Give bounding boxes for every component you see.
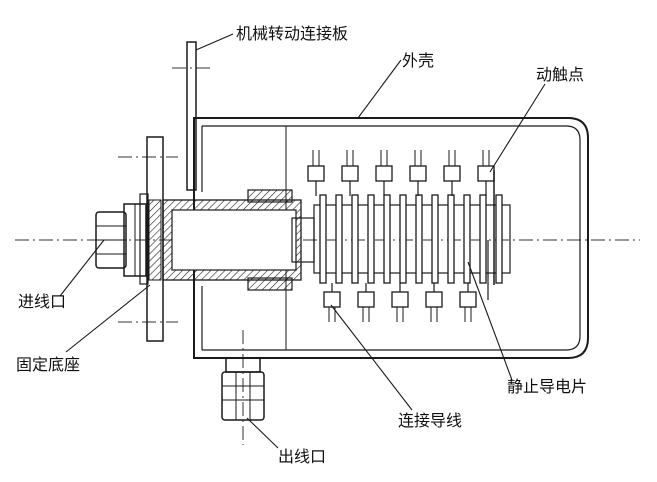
- leader-connecting-wire: [330, 304, 413, 411]
- mechanical-plate: [186, 41, 197, 191]
- leader-mechanical-plate: [195, 33, 234, 51]
- conductive-rings: [319, 194, 503, 284]
- conductive-ring: [463, 194, 471, 284]
- conductive-ring: [447, 194, 455, 284]
- conductive-ring: [495, 194, 503, 284]
- label-moving-contact: 动触点: [536, 65, 584, 84]
- label-mechanical-plate: 机械转动连接板: [236, 24, 348, 43]
- top-contacts: [307, 150, 495, 196]
- leader-static-plate: [467, 261, 513, 381]
- label-connecting-wire: 连接导线: [398, 411, 462, 430]
- conductive-ring: [335, 194, 343, 284]
- contact-block: [425, 291, 443, 308]
- leader-housing: [357, 59, 402, 119]
- conductive-ring: [319, 194, 327, 284]
- leader-moving-contact: [489, 83, 546, 173]
- conductive-ring: [479, 194, 487, 284]
- label-inlet: 进线口: [18, 292, 66, 311]
- contact-block: [307, 165, 325, 182]
- conductive-ring: [399, 194, 407, 284]
- leader-outlet: [246, 417, 279, 449]
- contact-block: [443, 165, 461, 182]
- conductive-ring: [351, 194, 359, 284]
- contact-block: [459, 291, 477, 308]
- rotor-core: [313, 204, 511, 274]
- inlet-gland: [95, 203, 147, 277]
- conductive-ring: [367, 194, 375, 284]
- contact-block: [341, 165, 359, 182]
- label-outlet: 出线口: [278, 447, 326, 466]
- contact-block: [409, 165, 427, 182]
- leader-fixed-base: [65, 284, 151, 353]
- conductive-ring: [415, 194, 423, 284]
- bottom-contacts: [323, 283, 477, 322]
- label-housing: 外壳: [402, 51, 434, 70]
- conductive-ring: [383, 194, 391, 284]
- contact-block: [391, 291, 409, 308]
- label-static-plate: 静止导电片: [507, 377, 587, 396]
- label-fixed-base: 固定底座: [16, 355, 80, 374]
- outlet-gland: [221, 357, 265, 421]
- conductive-ring: [431, 194, 439, 284]
- contact-block: [357, 291, 375, 308]
- shaft: [162, 189, 315, 291]
- leader-lines: [59, 33, 546, 449]
- contact-block: [477, 165, 495, 182]
- leader-inlet: [59, 239, 105, 297]
- contact-block: [323, 291, 341, 308]
- contact-block: [375, 165, 393, 182]
- fixed-base: [139, 136, 164, 342]
